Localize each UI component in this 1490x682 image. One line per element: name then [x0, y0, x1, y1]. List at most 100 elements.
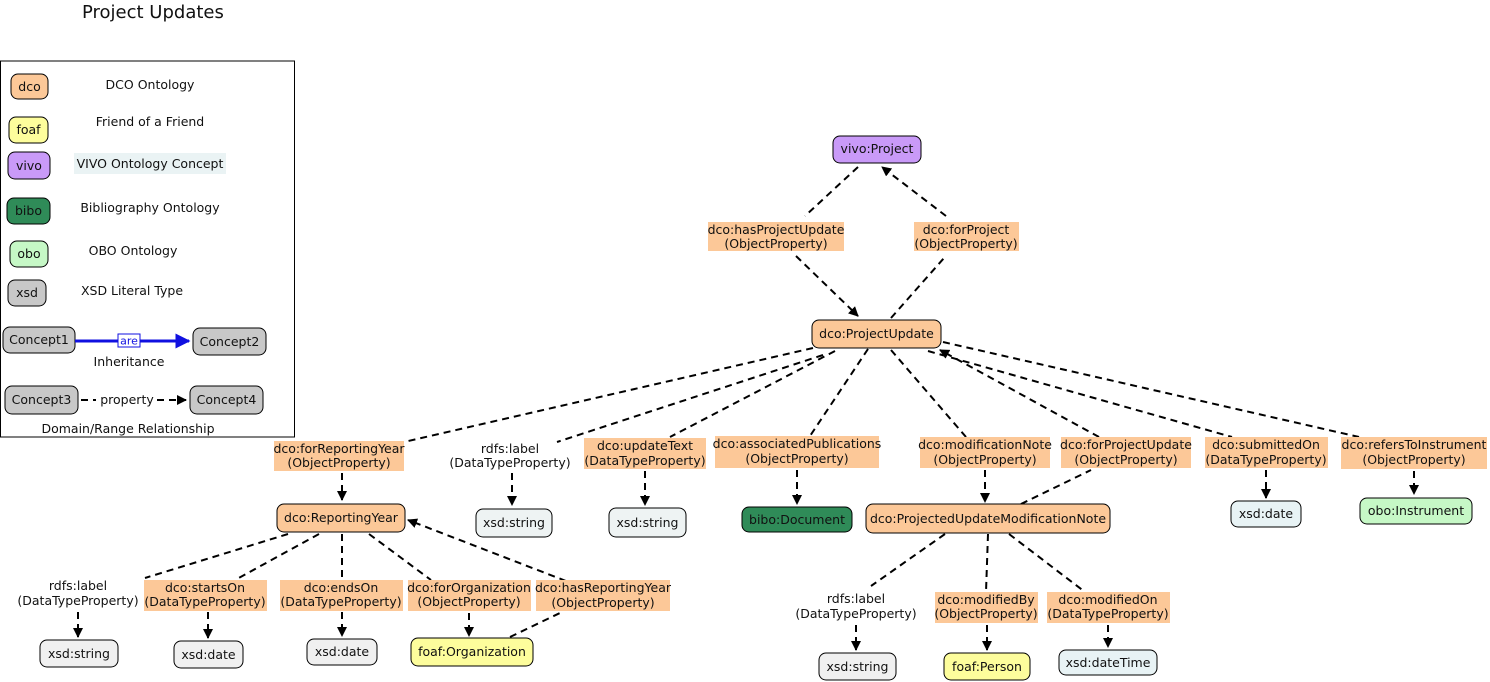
node-bibo-document — [741, 506, 853, 533]
legend-concept2 — [192, 327, 267, 356]
edge-modifiedby-a — [985, 533, 989, 593]
legend-desc-vivo: VIVO Ontology Concept — [77, 156, 224, 171]
legend-tag-vivo: vivo — [16, 158, 42, 173]
legend-concept1-label: Concept1 — [9, 332, 69, 347]
legend-desc-xsd: XSD Literal Type — [81, 283, 183, 298]
edge-label-associatedpublications-name: dco:associatedPublications — [713, 436, 882, 451]
edge-label-updatetext-type: (DataTypeProperty) — [584, 453, 705, 468]
node-dco-projectedupdatemodificationnote — [865, 503, 1111, 534]
node-xsd-string-updatelabel — [475, 508, 553, 538]
edge-label-updatetext-name: dco:updateText — [597, 438, 693, 453]
node-dco-projectupdate — [811, 319, 942, 349]
edge-label-bg-startson — [144, 580, 267, 611]
legend-desc-obo: OBO Ontology — [89, 243, 178, 258]
node-dco-projectedupdatemodificationnote-label: dco:ProjectedUpdateModificationNote — [870, 511, 1106, 526]
edge-label-forproject-type: (ObjectProperty) — [914, 236, 1017, 251]
edge-label-startson-type: (DataTypeProperty) — [144, 594, 265, 609]
legend-swatch-vivo — [7, 151, 51, 180]
edge-hasprojectupdate-a — [804, 166, 859, 217]
edge-pu-label-a — [556, 354, 824, 443]
edge-label-modificationnote-name: dco:modificationNote — [918, 437, 1052, 452]
node-bibo-document-label: bibo:Document — [749, 512, 845, 527]
edge-label-submittedon-type: (DataTypeProperty) — [1205, 452, 1326, 467]
edge-label-modifiedon-name: dco:modifiedOn — [1058, 592, 1157, 607]
legend-concept2-label: Concept2 — [200, 334, 260, 349]
edge-label-modificationnote-type: (ObjectProperty) — [933, 452, 1036, 467]
node-obo-instrument-label: obo:Instrument — [1368, 503, 1464, 518]
edge-label-forprojectupdate-name: dco:forProjectUpdate — [1060, 437, 1192, 452]
edge-label-mn-label-name: rdfs:label — [827, 591, 885, 606]
edge-label-bg-forreportingyear — [274, 441, 404, 471]
edge-label-bg-associatedpublications — [715, 436, 879, 468]
edge-label-endson-type: (DataTypeProperty) — [280, 594, 401, 609]
edge-forprojectupdate-b — [939, 349, 1100, 438]
legend-concept4 — [189, 385, 264, 415]
node-xsd-string-mn — [818, 652, 897, 681]
edge-updatetext-a — [669, 350, 836, 438]
node-xsd-date-startson-label: xsd:date — [181, 647, 236, 662]
edge-label-bg-modifiedon — [1047, 592, 1170, 623]
legend-domain-range-caption: Domain/Range Relationship — [41, 421, 214, 436]
edge-label-modifiedon-type: (DataTypeProperty) — [1047, 606, 1168, 621]
legend-concept3 — [4, 385, 79, 415]
edge-label-forreportingyear-type: (ObjectProperty) — [287, 455, 390, 470]
edge-ry-label-a — [144, 533, 289, 579]
edge-label-bg-hasprojectupdate — [708, 222, 844, 251]
edge-mn-label-a — [870, 533, 946, 587]
node-foaf-person — [943, 652, 1031, 681]
legend-inheritance-edge-label: are — [120, 335, 138, 348]
legend-tag-xsd: xsd — [16, 285, 38, 300]
edge-label-hasreportingyear-name: dco:hasReportingYear — [535, 580, 672, 595]
legend-swatch-foaf — [8, 116, 49, 144]
edge-label-bg-modifiedby — [935, 592, 1038, 623]
edge-fororganization-a — [368, 533, 432, 581]
edge-hasreportingyear-a — [509, 611, 563, 638]
edge-forproject-b — [881, 166, 947, 217]
edge-label-hasprojectupdate-name: dco:hasProjectUpdate — [708, 222, 845, 237]
node-xsd-string-updatelabel-label: xsd:string — [483, 515, 545, 530]
node-xsd-string-mn-label: xsd:string — [827, 659, 889, 674]
edge-label-bg-forproject — [914, 222, 1019, 251]
edge-hasreportingyear-b — [407, 518, 567, 582]
legend: dco DCO Ontology foaf Friend of a Friend… — [0, 60, 295, 438]
edge-label-ry-label-type: (DataTypeProperty) — [17, 593, 138, 608]
node-xsd-date-submitted — [1230, 500, 1302, 528]
edge-label-bg-fororganization — [408, 580, 531, 611]
node-dco-projectupdate-label: dco:ProjectUpdate — [819, 326, 934, 341]
node-obo-instrument — [1359, 497, 1473, 525]
legend-swatch-xsd — [7, 279, 47, 307]
legend-tag-bibo: bibo — [15, 203, 42, 218]
node-xsd-date-startson — [173, 640, 244, 669]
node-dco-reportingyear-label: dco:ReportingYear — [284, 510, 399, 525]
legend-inheritance-tag — [117, 333, 141, 348]
edge-associatedpublications-a — [809, 348, 869, 437]
edge-label-bg-modificationnote — [920, 437, 1050, 468]
legend-desc-highlight — [74, 153, 226, 174]
legend-tag-foaf: foaf — [16, 122, 41, 137]
edge-label-hasprojectupdate-type: (ObjectProperty) — [724, 236, 827, 251]
node-xsd-date-endson — [306, 638, 378, 666]
edge-label-endson-name: dco:endsOn — [304, 580, 379, 595]
edge-label-fororganization-name: dco:forOrganization — [407, 580, 531, 595]
node-xsd-string-ry-label: xsd:string — [48, 646, 110, 661]
edge-label-forreportingyear-name: dco:forReportingYear — [273, 441, 405, 456]
edge-modificationnote-a — [890, 349, 967, 438]
node-xsd-datetime — [1058, 649, 1158, 676]
node-xsd-string-updatetext — [608, 507, 687, 538]
edge-label-fororganization-type: (ObjectProperty) — [417, 594, 520, 609]
node-xsd-string-ry — [39, 639, 119, 668]
edge-label-associatedpublications-type: (ObjectProperty) — [745, 451, 848, 466]
edge-label-bg-forprojectupdate — [1061, 437, 1191, 468]
edge-label-ry-label-name: rdfs:label — [49, 578, 107, 593]
edge-hasprojectupdate-b — [795, 255, 859, 317]
edge-modifiedon-a — [1008, 533, 1086, 593]
node-dco-reportingyear — [276, 503, 406, 533]
edge-forproject-a — [890, 257, 945, 319]
legend-frame — [0, 60, 295, 438]
edge-labels: dco:hasProjectUpdate (ObjectProperty) dc… — [17, 222, 1487, 623]
node-vivo-project — [832, 135, 922, 164]
edge-submittedon-a — [927, 350, 1233, 438]
edge-label-bg-referstoinstrument — [1341, 437, 1487, 469]
page-title: Project Updates — [82, 2, 224, 23]
